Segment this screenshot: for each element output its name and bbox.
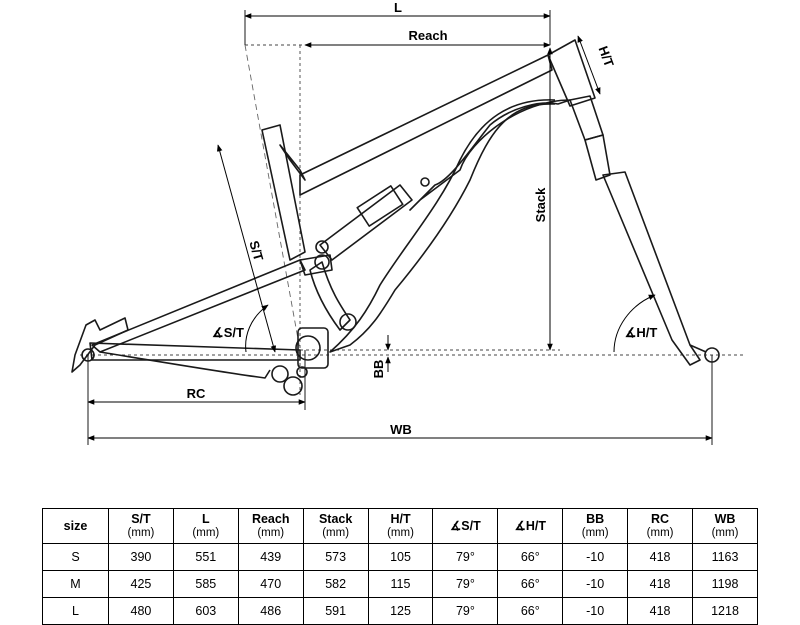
header-st: S/T(mm) — [108, 508, 174, 544]
label-ht-angle: ∡H/T — [625, 325, 658, 340]
seat-stay — [91, 259, 306, 353]
bottom-bracket — [295, 335, 321, 361]
cell-reach: 439 — [237, 543, 304, 571]
header-rc: RC(mm) — [627, 508, 694, 544]
chain-stay — [89, 342, 301, 361]
head-tube — [547, 39, 596, 107]
header-l: L(mm) — [172, 508, 239, 544]
cell-l: 603 — [172, 597, 239, 625]
table-row: L 480 603 486 591 125 79° 66° -10 418 12… — [42, 597, 758, 625]
cell-size: S — [42, 543, 109, 571]
cell-rc: 418 — [627, 570, 694, 598]
cell-reach: 470 — [237, 570, 304, 598]
ht-angle-arc — [613, 294, 656, 353]
cell-wb: 1198 — [692, 570, 758, 598]
cell-ht: 125 — [367, 597, 434, 625]
cell-l: 585 — [172, 570, 239, 598]
table-header-row: size S/T(mm) L(mm) Reach(mm) Stack(mm) H… — [42, 508, 758, 544]
cell-wb: 1163 — [692, 543, 758, 571]
cell-ht-angle: 66° — [497, 543, 564, 571]
cell-ht: 105 — [367, 543, 434, 571]
label-st: S/T — [246, 239, 266, 263]
header-reach: Reach(mm) — [237, 508, 304, 544]
st-angle-arc — [245, 304, 269, 353]
cell-st-angle: 79° — [432, 597, 499, 625]
cell-reach: 486 — [237, 597, 304, 625]
header-st-angle: ∡S/T — [432, 508, 499, 544]
cell-bb: -10 — [562, 570, 629, 598]
cell-rc: 418 — [627, 597, 694, 625]
header-ht-angle: ∡H/T — [497, 508, 564, 544]
header-stack: Stack(mm) — [302, 508, 369, 544]
cell-bb: -10 — [562, 597, 629, 625]
cell-wb: 1218 — [692, 597, 758, 625]
cell-size: M — [42, 570, 109, 598]
label-wb: WB — [390, 422, 412, 437]
cell-ht-angle: 66° — [497, 597, 564, 625]
label-stack: Stack — [533, 187, 548, 222]
cell-st: 390 — [108, 543, 174, 571]
top-tube — [299, 54, 553, 196]
label-bb: BB — [371, 360, 386, 379]
cell-stack: 573 — [302, 543, 369, 571]
bike-geometry-diagram: L Reach H/T S/T Stack ∡S/T ∡H/T BB RC WB — [71, 0, 745, 445]
cell-bb: -10 — [562, 543, 629, 571]
header-ht: H/T(mm) — [367, 508, 434, 544]
table-row: S 390 551 439 573 105 79° 66° -10 418 11… — [42, 543, 758, 571]
cell-st-angle: 79° — [432, 570, 499, 598]
cell-rc: 418 — [627, 543, 694, 571]
header-wb: WB(mm) — [692, 508, 758, 544]
geometry-table: size S/T(mm) L(mm) Reach(mm) Stack(mm) H… — [42, 508, 758, 625]
fork-leg — [602, 171, 701, 366]
label-rc: RC — [187, 386, 206, 401]
bike-frame — [71, 39, 720, 396]
dimension-arrows — [87, 13, 713, 441]
label-st-angle: ∡S/T — [212, 325, 244, 340]
table-row: M 425 585 470 582 115 79° 66° -10 418 11… — [42, 570, 758, 598]
st-dimension — [216, 144, 277, 353]
cell-ht: 115 — [367, 570, 434, 598]
front-axle — [704, 347, 720, 363]
cell-ht-angle: 66° — [497, 570, 564, 598]
cell-st: 425 — [108, 570, 174, 598]
steerer — [569, 95, 604, 141]
label-ht: H/T — [596, 44, 617, 69]
cell-st: 480 — [108, 597, 174, 625]
cell-size: L — [42, 597, 109, 625]
seat-tube — [261, 124, 306, 261]
cell-stack: 582 — [302, 570, 369, 598]
header-size: size — [42, 508, 109, 544]
cell-st-angle: 79° — [432, 543, 499, 571]
header-bb: BB(mm) — [562, 508, 629, 544]
ht-dimension — [577, 35, 601, 95]
seat-axis-line — [244, 44, 301, 351]
label-reach: Reach — [408, 28, 447, 43]
cell-stack: 591 — [302, 597, 369, 625]
cell-l: 551 — [172, 543, 239, 571]
rear-dropout — [71, 317, 129, 373]
label-l: L — [394, 0, 402, 15]
